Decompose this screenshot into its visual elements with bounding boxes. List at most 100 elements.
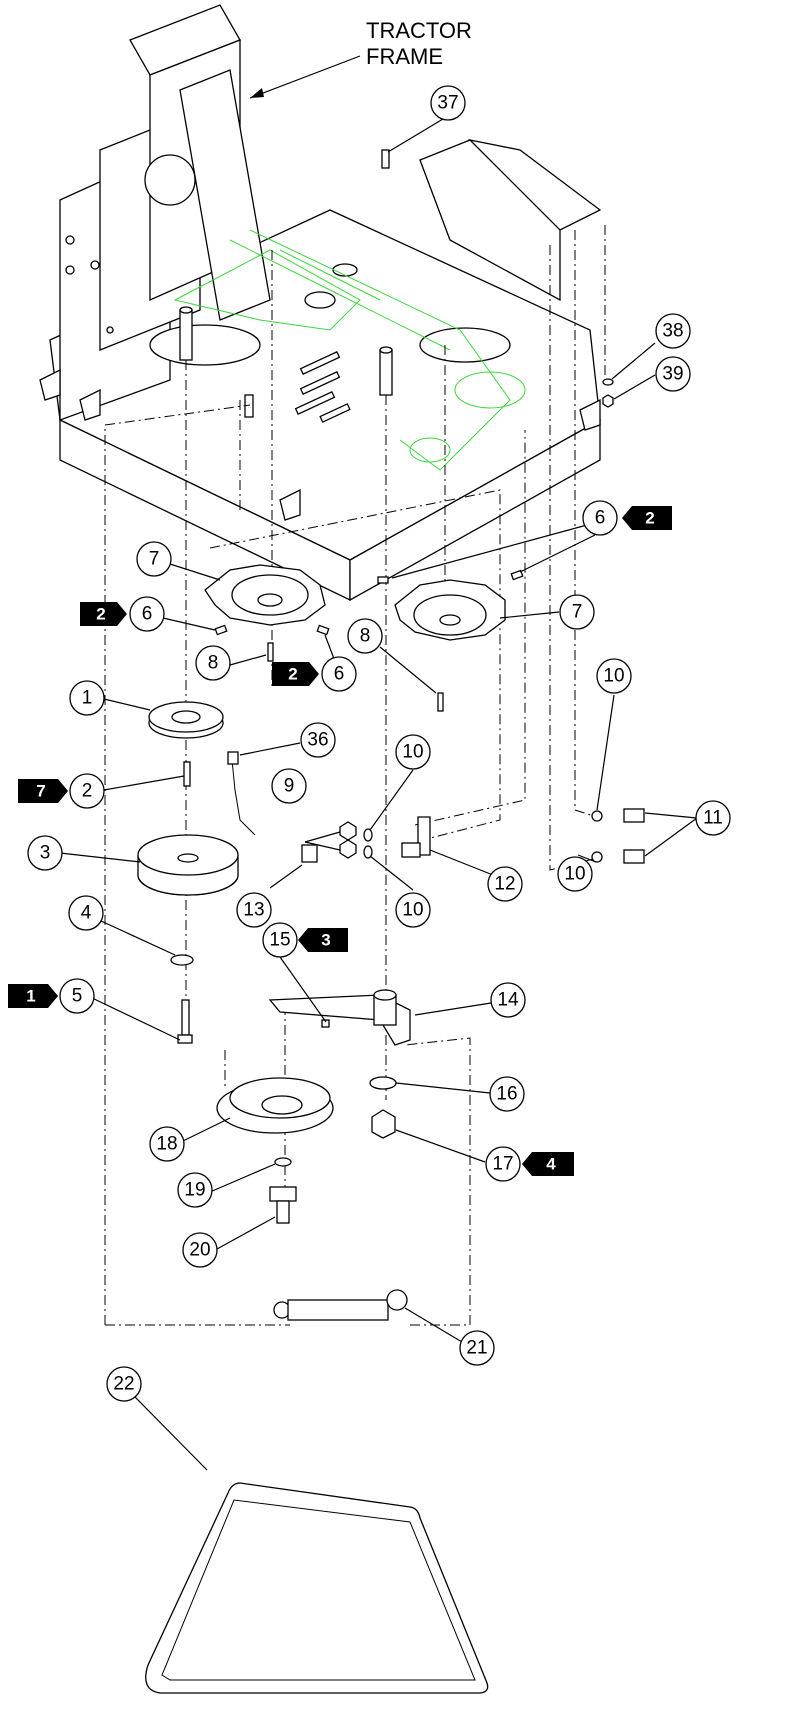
callout-38-text: 38 — [662, 321, 683, 342]
callout-6b-text: 6 — [142, 604, 153, 625]
set-screw-6d — [510, 569, 524, 581]
bolt-20-head — [269, 1186, 297, 1202]
washer-4 — [170, 954, 194, 966]
callout-21-text: 21 — [466, 1338, 487, 1359]
bracket-12-tab — [401, 842, 421, 858]
callout-6c-text: 6 — [334, 664, 345, 685]
note-flag-15-text: 3 — [321, 931, 330, 950]
callout-8b-text: 8 — [360, 626, 371, 647]
callout-2-text: 2 — [82, 781, 93, 802]
connector-36 — [227, 751, 239, 765]
callout-21: 21 — [459, 1330, 495, 1366]
callout-10b-text: 10 — [402, 742, 423, 763]
callout-17-text: 17 — [492, 1154, 513, 1175]
pulley-1 — [148, 701, 224, 739]
key-8b — [437, 692, 444, 712]
callout-37: 37 — [430, 85, 466, 121]
callout-11: 11 — [695, 800, 731, 836]
idler-pulley-18 — [216, 1077, 334, 1134]
key-8a — [267, 642, 274, 662]
callout-13-text: 13 — [243, 900, 264, 921]
wire-harness-36 — [231, 759, 256, 836]
callout-16: 16 — [489, 1076, 525, 1112]
callout-5: 5 — [59, 978, 95, 1014]
bracket-12 — [417, 816, 431, 856]
callout-38: 38 — [655, 313, 691, 349]
callout-22: 22 — [106, 1366, 142, 1402]
callout-39-text: 39 — [662, 364, 683, 385]
callout-7b-text: 7 — [572, 602, 583, 623]
callout-17: 17 — [485, 1146, 521, 1182]
callout-9-text: 9 — [284, 776, 295, 797]
grease-fitting-15 — [321, 1019, 330, 1028]
tractor-frame — [39, 4, 602, 602]
bolt-20 — [276, 1200, 290, 1224]
callout-18-text: 18 — [156, 1134, 177, 1155]
callout-14-text: 14 — [497, 990, 519, 1011]
note-flag-6-left: 2 — [80, 602, 127, 626]
callout-6b: 6 — [129, 596, 165, 632]
washer-10a — [363, 828, 373, 842]
note-flag-6-top: 2 — [622, 506, 672, 530]
callout-39: 39 — [655, 356, 691, 392]
callout-15-text: 15 — [269, 930, 290, 951]
callout-10a-text: 10 — [603, 666, 624, 687]
callout-7a: 7 — [136, 541, 172, 577]
washer-19 — [274, 1157, 292, 1167]
callout-1: 1 — [69, 680, 105, 716]
note-flag-6-top-text: 2 — [645, 509, 654, 528]
spring-21 — [273, 1289, 408, 1321]
nut-17 — [371, 1109, 396, 1139]
note-flag-17-text: 4 — [546, 1155, 556, 1174]
note-flag-5: 1 — [8, 984, 58, 1008]
callout-11-text: 11 — [703, 808, 723, 829]
note-flag-5-text: 1 — [26, 987, 35, 1006]
callout-36: 36 — [300, 722, 336, 758]
fan-pulley-right — [394, 579, 506, 641]
callout-3: 3 — [27, 835, 63, 871]
fan-pulley-left — [204, 564, 326, 626]
bolt-11a — [623, 808, 645, 823]
callout-19: 19 — [177, 1172, 213, 1208]
note-flag-15: 3 — [298, 928, 348, 952]
callout-10c: 10 — [557, 856, 593, 892]
callout-5-text: 5 — [72, 986, 83, 1007]
callout-14: 14 — [490, 982, 526, 1018]
set-screw-6b — [316, 624, 330, 636]
drive-belt-22 — [145, 1482, 489, 1694]
bolt-5 — [181, 999, 190, 1036]
callout-10b: 10 — [395, 734, 431, 770]
frame-label-line1: TRACTOR — [366, 18, 472, 43]
washer-38 — [602, 378, 614, 386]
frame-label-line2: FRAME — [366, 44, 443, 69]
washer-16 — [369, 1076, 397, 1090]
spacer-13 — [301, 844, 318, 863]
callout-8a: 8 — [195, 645, 231, 681]
key-2 — [183, 761, 191, 787]
note-flag-6-left-text: 2 — [96, 605, 105, 624]
callout-10a: 10 — [596, 658, 632, 694]
note-flag-2: 7 — [18, 779, 68, 803]
assembly-lines — [104, 225, 606, 1326]
washer-10c — [591, 810, 603, 822]
callout-6c: 6 — [321, 656, 357, 692]
callout-10d-text: 10 — [402, 900, 423, 921]
nut-39 — [602, 394, 614, 408]
note-flag-2-text: 7 — [36, 782, 45, 801]
bolt-37 — [381, 149, 390, 169]
set-screw-6a — [214, 624, 228, 636]
set-screw-6c — [377, 576, 389, 584]
callout-1-text: 1 — [82, 688, 93, 709]
callout-36-text: 36 — [307, 730, 328, 751]
callout-6a: 6 — [582, 500, 618, 536]
callout-7b: 7 — [559, 594, 595, 630]
callout-37-text: 37 — [437, 93, 458, 114]
callout-19-text: 19 — [184, 1180, 205, 1201]
callout-13: 13 — [236, 892, 272, 928]
callout-8a-text: 8 — [208, 653, 219, 674]
callout-7a-text: 7 — [149, 549, 160, 570]
idler-arm-14 — [268, 989, 411, 1046]
callout-10d: 10 — [395, 892, 431, 928]
frame-leader — [249, 55, 361, 99]
